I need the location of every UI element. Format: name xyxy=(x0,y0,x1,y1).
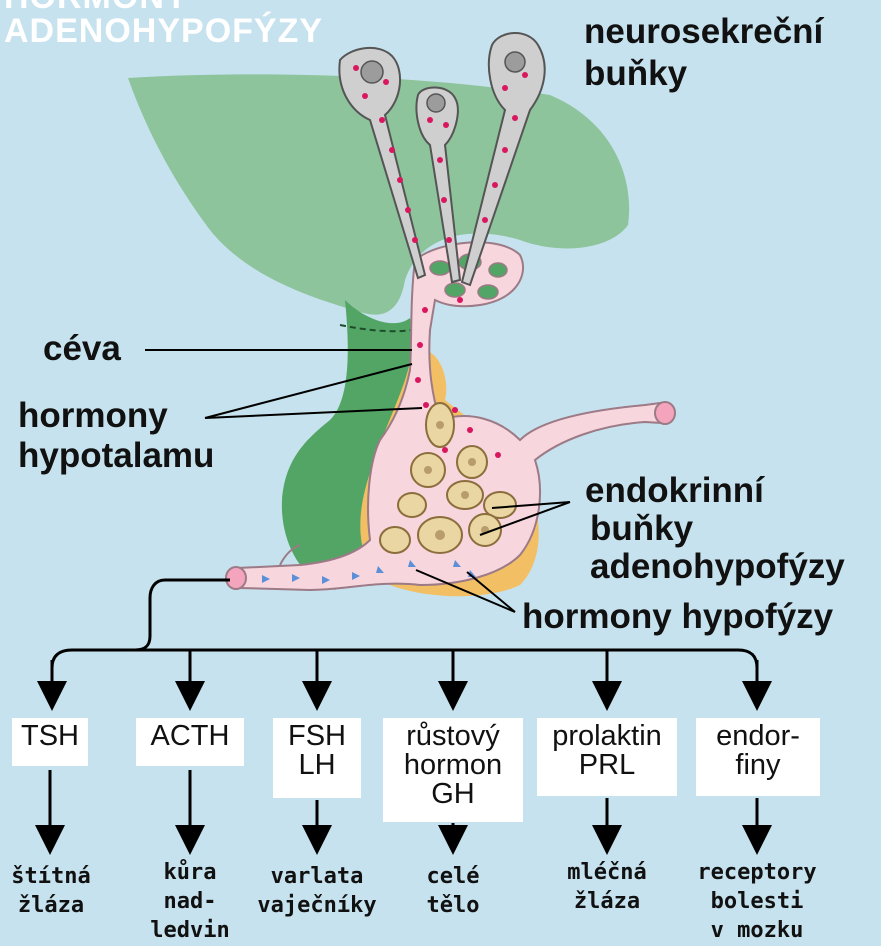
hormone-name-line: LH xyxy=(273,751,361,780)
target-gh: celé tělo xyxy=(403,862,503,920)
label-endocrine-line3: adenohypofýzy xyxy=(590,548,845,585)
label-hypothalamic-hormones-line2: hypotalamu xyxy=(18,437,214,474)
hormone-name-line: GH xyxy=(383,780,523,809)
hormone-name-line: endor- xyxy=(696,722,820,751)
hormone-name-line: prolaktin xyxy=(537,722,677,751)
label-endocrine-line2: buňky xyxy=(590,510,693,547)
hormone-name-line: finy xyxy=(696,751,820,780)
target-endorphins: receptory bolesti v mozku xyxy=(690,858,824,945)
target-line: nad- xyxy=(140,887,240,916)
target-line: žláza xyxy=(552,887,662,916)
hormone-box-endorphins: endor- finy xyxy=(696,718,820,796)
hormone-box-gh: růstový hormon GH xyxy=(383,718,523,822)
page-title: ADENOHYPOFÝZY xyxy=(4,14,323,48)
hormone-name-line: PRL xyxy=(537,751,677,780)
hormone-box-prl: prolaktin PRL xyxy=(537,718,677,796)
target-prl: mléčná žláza xyxy=(552,858,662,916)
target-line: bolesti xyxy=(690,887,824,916)
hormone-name-line: TSH xyxy=(12,722,88,751)
label-ceva: céva xyxy=(43,330,121,367)
label-endocrine-line1: endokrinní xyxy=(585,472,764,509)
hormone-name-line: ACTH xyxy=(136,722,244,751)
hormone-name-line: hormon xyxy=(383,751,523,780)
target-tsh: štítná žláza xyxy=(6,862,96,920)
target-acth: kůra nad- ledvin xyxy=(140,858,240,945)
target-line: ledvin xyxy=(140,916,240,945)
label-neurosecretory-line1: neurosekreční xyxy=(584,13,823,50)
hormone-name-line: FSH xyxy=(273,722,361,751)
label-pituitary-hormones: hormony hypofýzy xyxy=(522,598,833,635)
target-line: receptory xyxy=(690,858,824,887)
target-line: vaječníky xyxy=(252,891,382,920)
target-line: štítná xyxy=(6,862,96,891)
hormone-box-acth: ACTH xyxy=(136,718,244,766)
target-line: varlata xyxy=(252,862,382,891)
target-line: tělo xyxy=(403,891,503,920)
target-fsh-lh: varlata vaječníky xyxy=(252,862,382,920)
hormone-name-line: růstový xyxy=(383,722,523,751)
target-line: mléčná xyxy=(552,858,662,887)
target-line: kůra xyxy=(140,858,240,887)
target-line: v mozku xyxy=(690,916,824,945)
target-line: žláza xyxy=(6,891,96,920)
label-neurosecretory-line2: buňky xyxy=(584,55,687,92)
hormone-box-fsh-lh: FSH LH xyxy=(273,718,361,798)
label-hypothalamic-hormones-line1: hormony xyxy=(18,397,168,434)
hormone-box-tsh: TSH xyxy=(12,718,88,766)
target-line: celé xyxy=(403,862,503,891)
